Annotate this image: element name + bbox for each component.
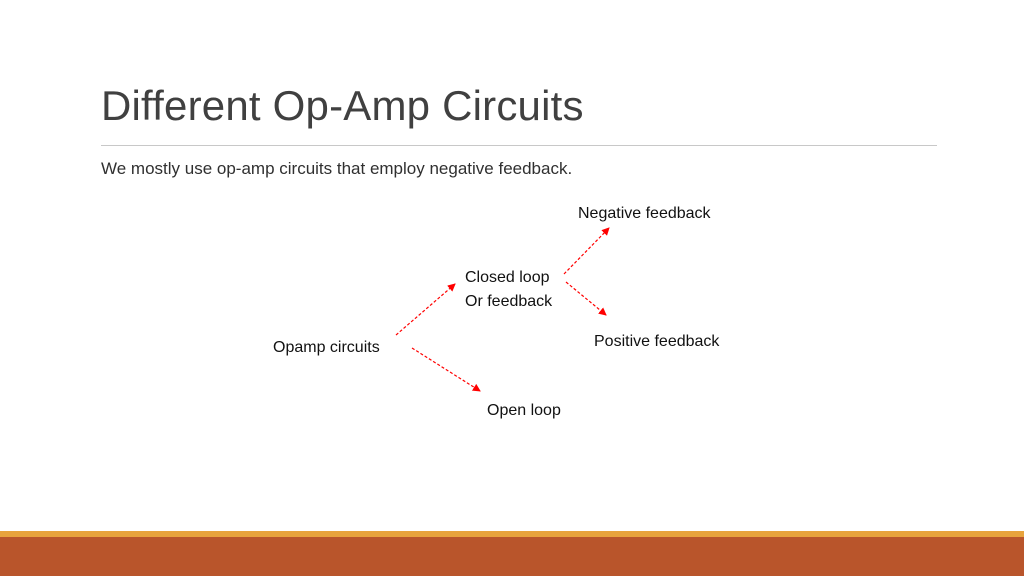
arrow-closed-to-negative-feedback — [563, 227, 610, 275]
node-opamp-circuits: Opamp circuits — [273, 336, 380, 360]
footer-accent-line — [0, 531, 1024, 537]
slide-subtitle: We mostly use op-amp circuits that emplo… — [101, 159, 573, 178]
arrow-closed-to-positive-feedback — [565, 281, 607, 316]
node-label-line-2: Or feedback — [465, 293, 553, 310]
node-open-loop: Open loop — [487, 399, 561, 423]
node-positive-feedback: Positive feedback — [594, 330, 719, 354]
node-label: Positive feedback — [594, 333, 720, 350]
node-label: Negative feedback — [578, 205, 711, 222]
arrow-opamp-to-closed-loop — [395, 283, 456, 336]
title-divider — [101, 145, 937, 146]
node-label: Open loop — [487, 402, 561, 419]
node-label: Opamp circuits — [273, 339, 380, 356]
footer-bar — [0, 537, 1024, 576]
node-label-line-1: Closed loop — [465, 269, 550, 286]
node-negative-feedback: Negative feedback — [578, 202, 711, 226]
slide-title: Different Op-Amp Circuits — [101, 82, 584, 129]
node-closed-loop: Closed loop Or feedback — [465, 266, 552, 314]
arrow-opamp-to-open-loop — [411, 347, 481, 392]
